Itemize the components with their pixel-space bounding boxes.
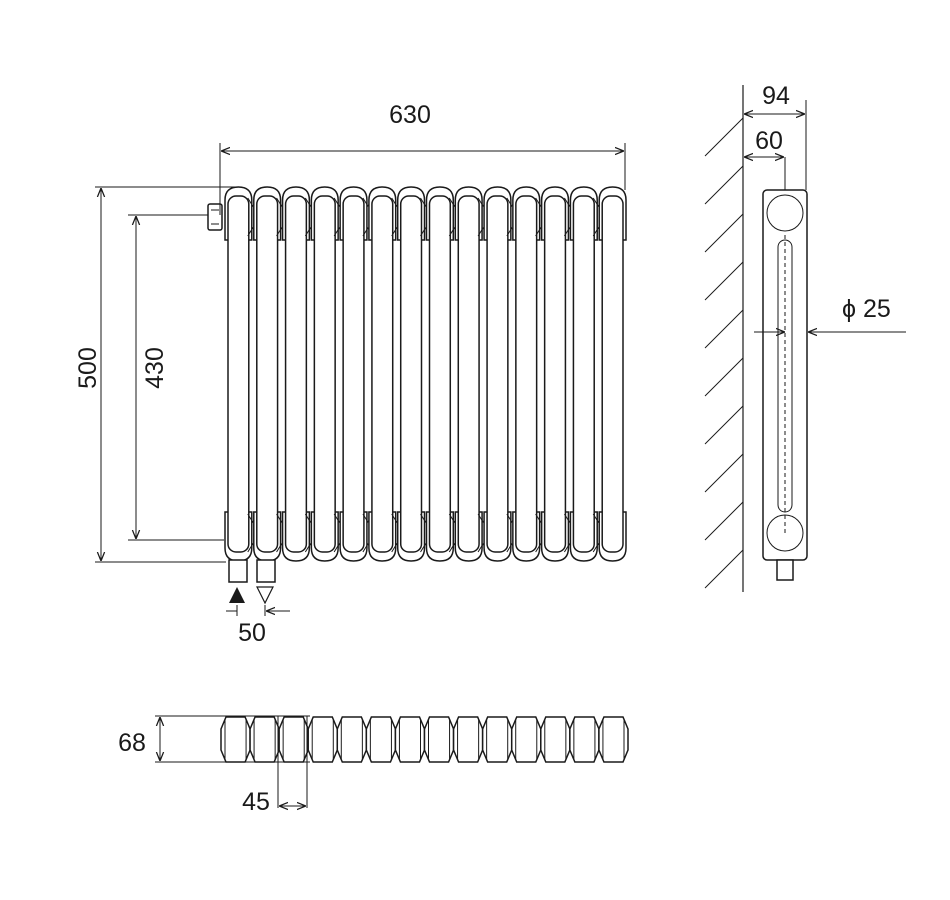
radiator-column	[310, 186, 345, 562]
section-pitch-dimension-label: 45	[242, 788, 270, 816]
radiator-column	[224, 186, 259, 562]
top-section	[510, 716, 542, 763]
front-columns	[224, 186, 627, 562]
pipe-spacing-dimension-label: 50	[238, 619, 266, 647]
radiator-column	[540, 186, 575, 562]
radiator-column	[454, 186, 489, 562]
top-section	[452, 716, 484, 763]
top-section	[394, 716, 426, 763]
inlet-filled-triangle-icon	[229, 587, 245, 603]
top-section	[365, 716, 397, 763]
radiator-column	[425, 186, 460, 562]
radiator-column	[396, 186, 431, 562]
top-depth-dimension-label: 68	[118, 729, 146, 757]
top-section	[481, 716, 513, 763]
radiator-column	[512, 186, 547, 562]
radiator-column	[483, 186, 518, 562]
depth-dimension-label: 94	[762, 82, 790, 110]
height-dimension-label: 500	[74, 347, 102, 389]
width-dimension-label: 630	[389, 101, 431, 129]
pipe-offset-dimension-label: 60	[755, 127, 783, 155]
radiator-column	[598, 186, 627, 562]
top-section	[423, 716, 455, 763]
radiator-column	[253, 186, 287, 562]
top-section	[307, 716, 339, 763]
radiator-column	[569, 186, 604, 562]
radiator-column	[281, 186, 316, 562]
top-section	[336, 716, 368, 763]
side-pipe	[776, 559, 794, 581]
side-view: 94 60 ϕ 25	[704, 82, 906, 592]
top-section	[569, 716, 600, 763]
inlet-pipe	[228, 559, 248, 583]
outlet-hollow-triangle-icon	[256, 586, 274, 605]
front-view: 630 500 430 50	[74, 101, 627, 647]
radiator-column	[368, 186, 403, 562]
wall-hatch-icon	[704, 117, 744, 589]
tube-diameter-label: ϕ 25	[842, 295, 891, 323]
top-section	[540, 716, 571, 763]
outlet-pipe	[256, 559, 276, 583]
radiator-column	[339, 186, 374, 562]
top-section	[598, 716, 629, 763]
centers-dimension-label: 430	[141, 347, 169, 389]
top-view: 68 45	[118, 715, 629, 816]
top-columns	[220, 716, 629, 763]
